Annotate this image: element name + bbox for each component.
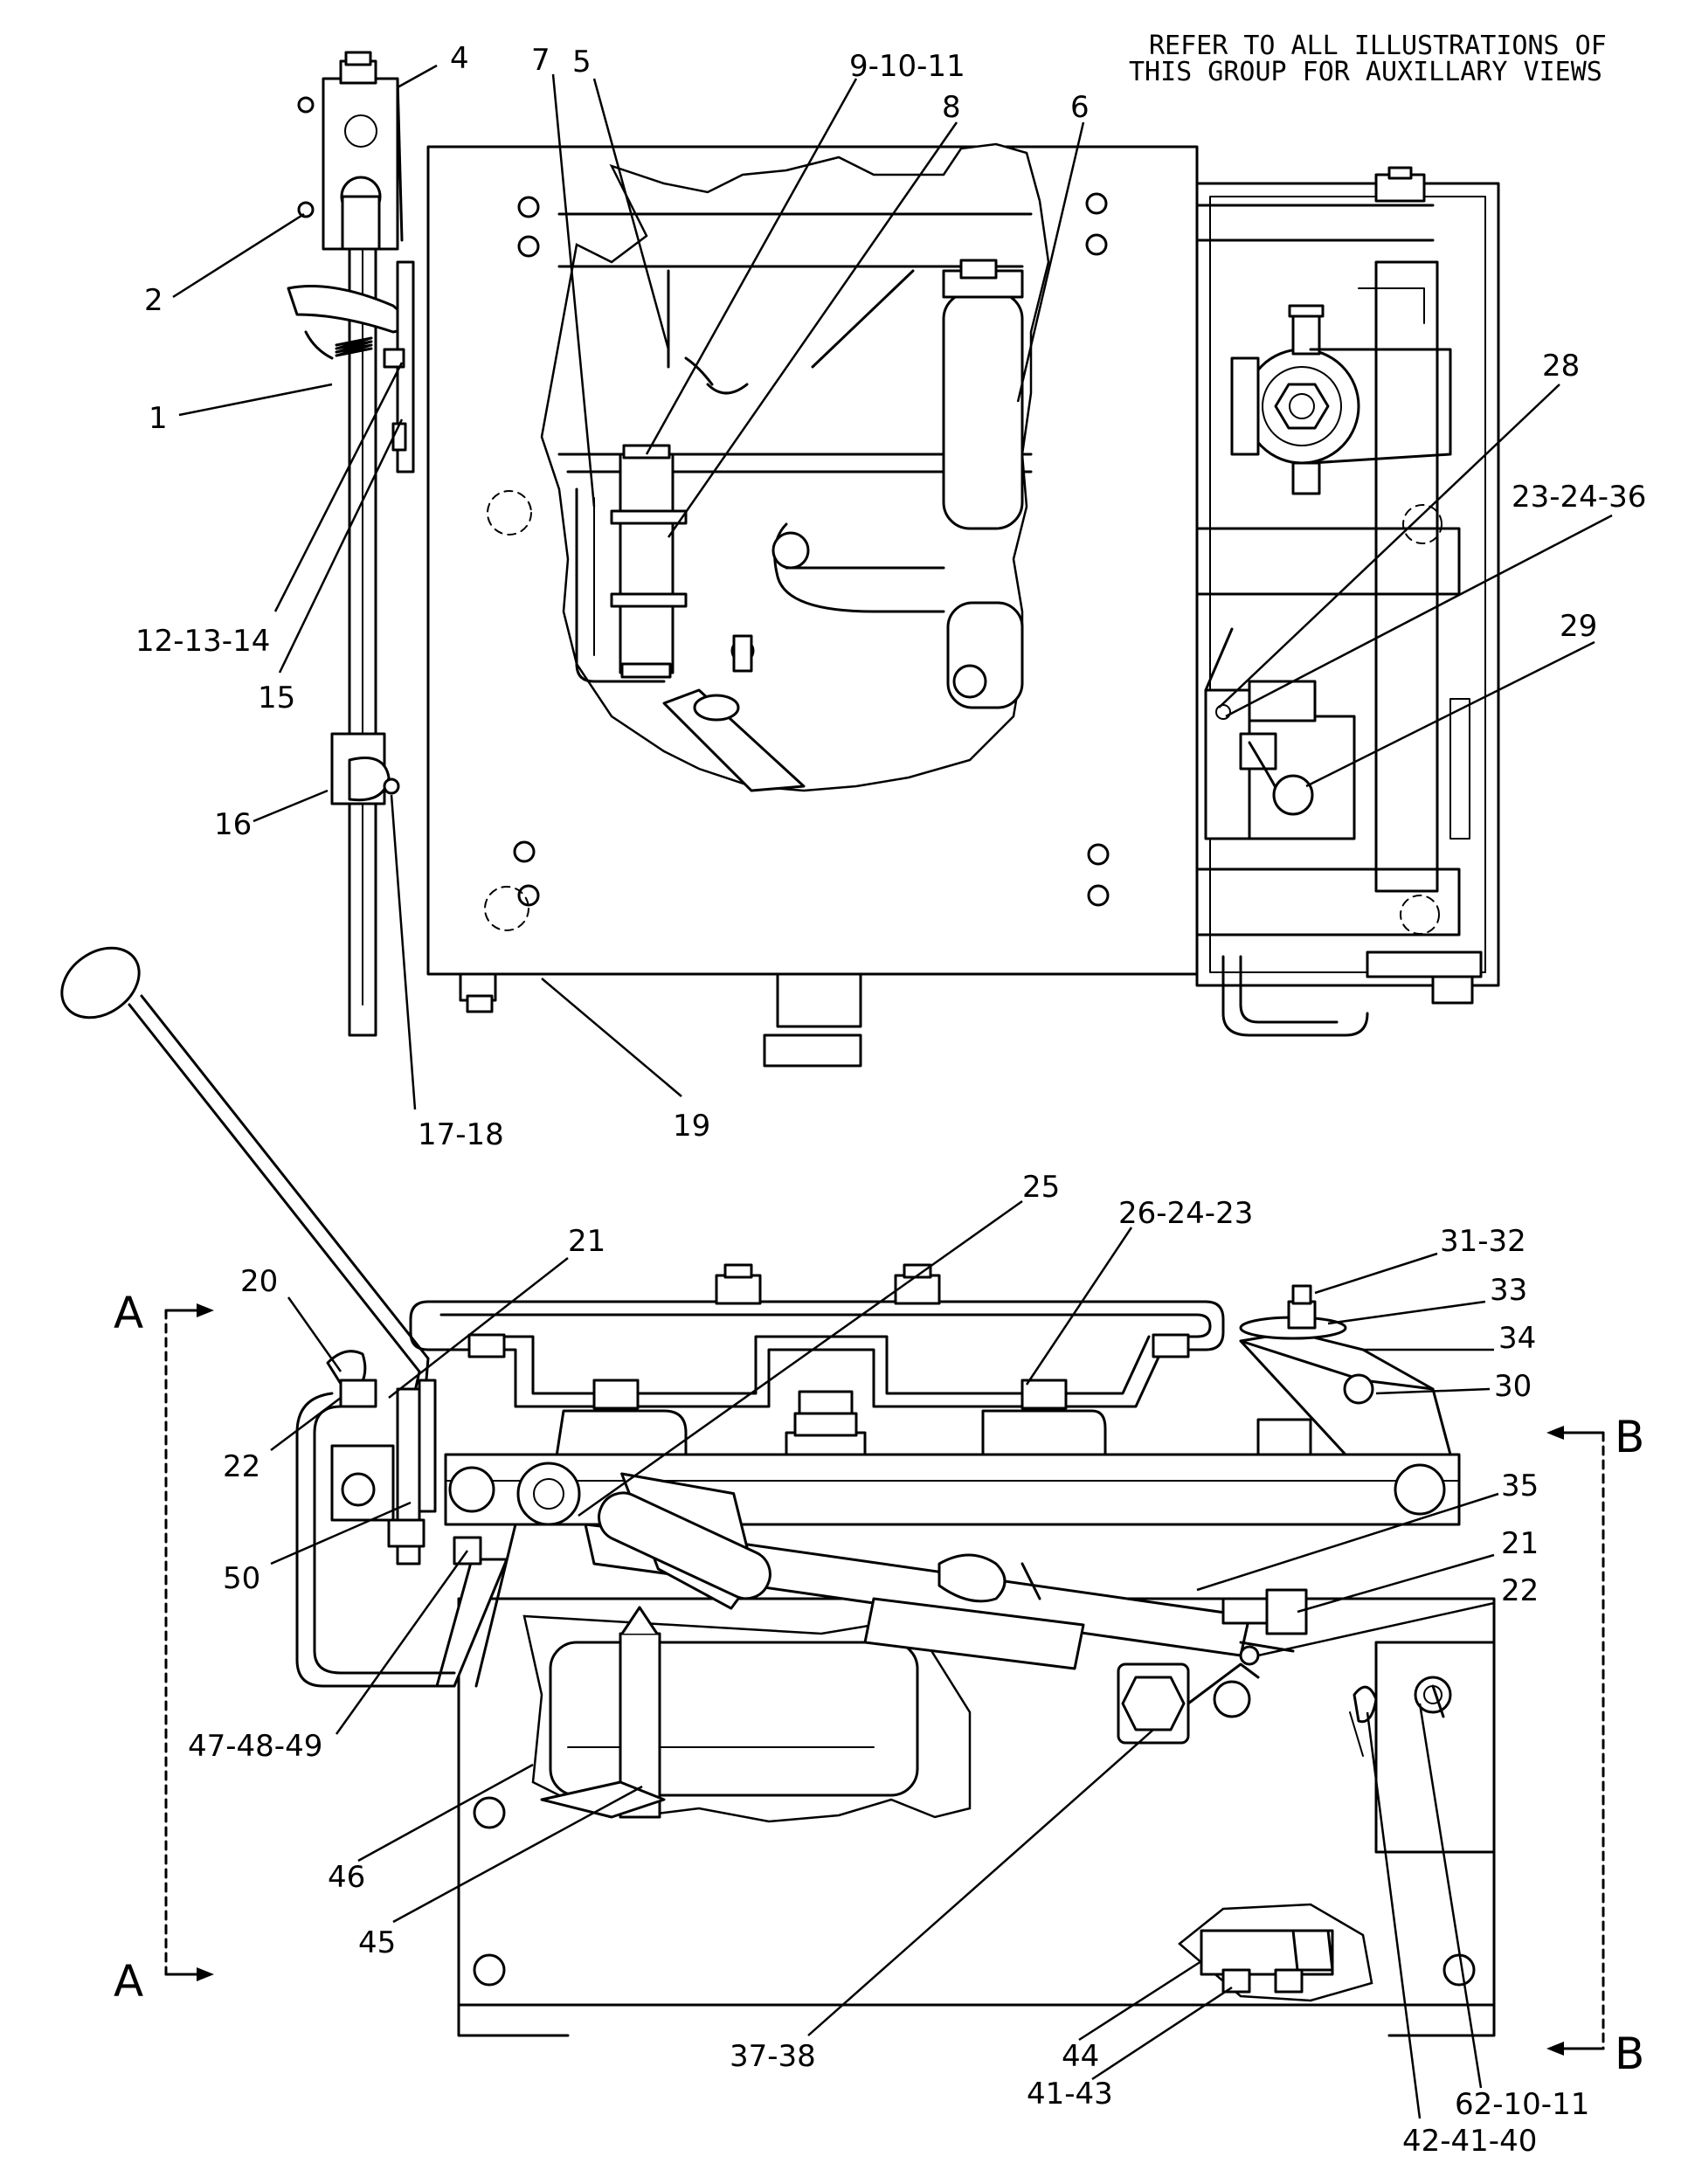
seat-frame-loop — [409, 1263, 1225, 1410]
section-label-b-top: B — [1615, 1412, 1644, 1462]
lower-cutaway — [522, 1606, 1260, 1823]
callout-17-18: 17-18 — [418, 1117, 504, 1152]
callout-7: 7 — [531, 43, 550, 78]
callout-46: 46 — [328, 1860, 365, 1895]
control-lever — [60, 946, 430, 1413]
main-beam — [444, 1453, 1461, 1526]
left-mount — [295, 1350, 482, 1688]
callout-9-10-11: 9-10-11 — [849, 49, 965, 84]
callout-62-10-11: 62-10-11 — [1455, 2087, 1589, 2122]
callout-45: 45 — [358, 1925, 396, 1960]
callout-50: 50 — [223, 1561, 260, 1596]
note-line-2: THIS GROUP FOR AUXILLARY VIEWS — [1129, 57, 1602, 87]
callout-30: 30 — [1494, 1369, 1532, 1404]
top-view: 4 7 5 9-10-11 8 6 2 1 28 23-24-36 29 12-… — [135, 41, 1646, 1152]
bottom-view: A A B B — [60, 946, 1644, 2159]
latch-block — [1204, 627, 1356, 840]
section-label-b-bottom: B — [1615, 2028, 1644, 2079]
callout-44: 44 — [1062, 2039, 1099, 2074]
bottom-leaders — [270, 1199, 1499, 2119]
callout-23-24-36: 23-24-36 — [1512, 480, 1646, 515]
callout-42-41-40: 42-41-40 — [1402, 2124, 1537, 2159]
right-pivot-bracket — [1239, 1284, 1452, 1465]
callout-6: 6 — [1070, 90, 1090, 125]
callout-25: 25 — [1022, 1170, 1060, 1205]
top-frame — [1195, 166, 1500, 1037]
callout-34: 34 — [1498, 1321, 1536, 1356]
callout-47-48-49: 47-48-49 — [188, 1729, 322, 1764]
section-label-a-top: A — [114, 1288, 143, 1338]
callout-21-left: 21 — [568, 1224, 605, 1259]
callout-8: 8 — [942, 90, 961, 125]
note-line-1: REFER TO ALL ILLUSTRATIONS OF — [1149, 31, 1607, 61]
bottom-callouts: 25 26-24-23 21 20 31-32 33 34 30 22 50 3… — [188, 1170, 1589, 2159]
bottom-clip — [1178, 1903, 1373, 2002]
callout-28: 28 — [1542, 349, 1580, 384]
callout-19: 19 — [673, 1109, 710, 1144]
callout-31-32: 31-32 — [1440, 1224, 1526, 1259]
callout-21-right: 21 — [1501, 1526, 1539, 1561]
callout-5: 5 — [572, 45, 592, 79]
cutaway-window — [540, 142, 1050, 792]
callout-2: 2 — [144, 283, 163, 318]
top-callouts: 4 7 5 9-10-11 8 6 2 1 28 23-24-36 29 12-… — [135, 41, 1646, 1152]
callout-22-right: 22 — [1501, 1573, 1539, 1608]
callout-26-24-23: 26-24-23 — [1118, 1196, 1253, 1231]
pivot-housing — [1230, 287, 1452, 495]
callout-22-left: 22 — [223, 1449, 260, 1484]
callout-37-38: 37-38 — [730, 2039, 816, 2074]
callout-41-43: 41-43 — [1027, 2077, 1113, 2111]
callout-4: 4 — [450, 41, 469, 76]
callout-29: 29 — [1560, 609, 1597, 644]
scissor-arm — [435, 1472, 1308, 1688]
callout-33: 33 — [1490, 1273, 1527, 1308]
right-lower-parts — [1349, 1685, 1378, 1757]
callout-15: 15 — [258, 681, 295, 715]
section-label-a-bottom: A — [114, 1956, 143, 2007]
callout-35: 35 — [1501, 1469, 1539, 1503]
callout-1: 1 — [149, 401, 168, 436]
section-markers: A A B B — [114, 1288, 1644, 2079]
left-rod-assembly — [287, 51, 415, 1037]
callout-16: 16 — [214, 807, 252, 842]
top-leaders — [172, 64, 1613, 1110]
callout-20: 20 — [240, 1264, 278, 1299]
callout-12-13-14: 12-13-14 — [135, 624, 270, 659]
